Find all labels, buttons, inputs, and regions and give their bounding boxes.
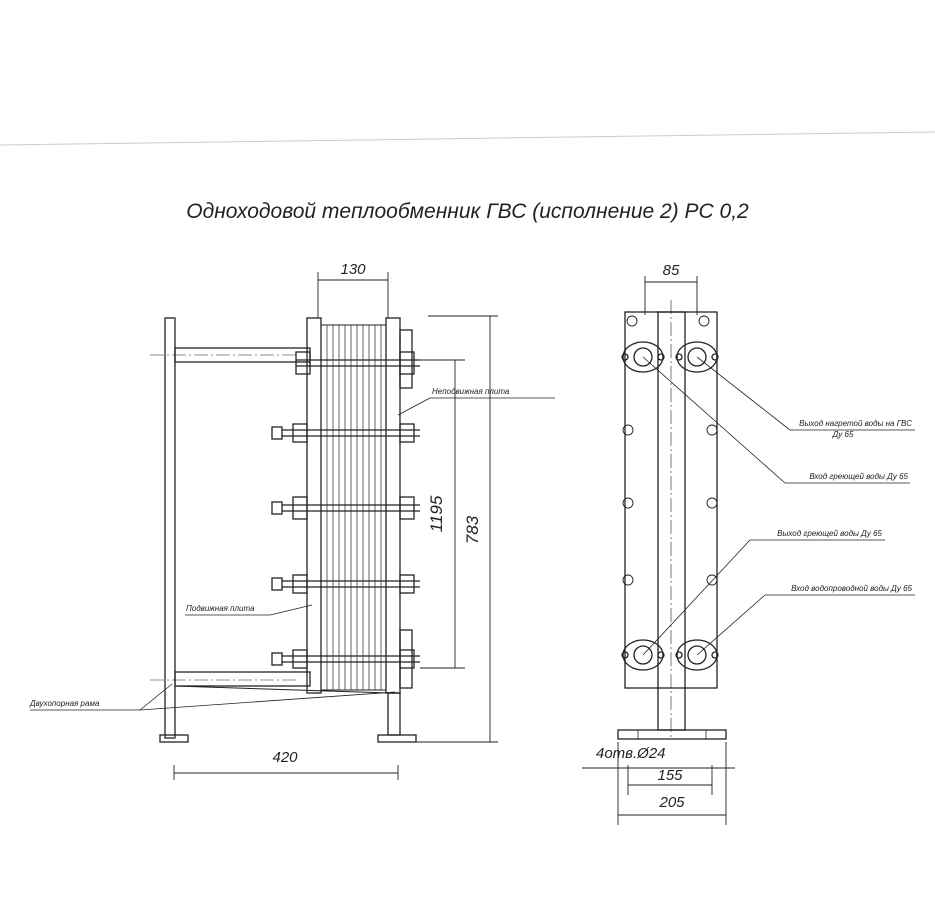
leader-outlet-heating	[642, 539, 751, 656]
dim-205-text: 205	[658, 794, 685, 811]
plate-lines	[326, 325, 382, 690]
label-fixed-plate: Неподвижная плита	[432, 387, 510, 396]
frame-foot-left	[159, 734, 189, 743]
frame-upright	[164, 317, 176, 739]
leader-inlet-tap	[696, 594, 766, 656]
nozzle-flange-top	[399, 329, 413, 389]
label-inlet-tap: Вход водопроводной воды Ду 65	[791, 584, 912, 593]
drawing-title: Одноходовой теплообменник ГВС (исполнени…	[186, 200, 749, 223]
label-outlet-heating: Выход греющей воды Ду 65	[777, 529, 882, 538]
dim-783-text: 783	[463, 515, 482, 544]
scan-edge-line	[0, 131, 935, 146]
port-flanges	[621, 341, 719, 671]
nozzle-flange-bottom	[399, 629, 413, 689]
frame-column	[657, 311, 686, 731]
frame-base-line	[174, 685, 389, 694]
label-outlet-heated-line2: Ду 65	[832, 430, 854, 439]
bolt-holes	[622, 315, 718, 586]
leader-outlet-heated	[696, 356, 791, 431]
frame-foot-right	[377, 734, 417, 743]
dim-130-text: 130	[340, 261, 366, 278]
front-view	[30, 272, 555, 780]
side-view	[582, 276, 915, 825]
label-outlet-heated-line1: Выход нагретой воды на ГВС	[799, 419, 912, 428]
base-plate	[617, 729, 727, 740]
right-support	[387, 692, 401, 736]
dim-1195-text: 1195	[427, 495, 446, 532]
dim-holes-text: 4отв.Ø24	[596, 745, 666, 762]
dim-155-text: 155	[657, 767, 683, 784]
dim-420-text: 420	[272, 749, 298, 766]
lower-guide-bar	[174, 671, 311, 687]
label-frame: Двухопорная рама	[29, 699, 100, 708]
leader-inlet-heating	[642, 356, 786, 484]
plate-pack	[320, 324, 387, 691]
label-inlet-heating: Вход греющей воды Ду 65	[809, 472, 908, 481]
label-movable-plate: Подвижная плита	[186, 604, 255, 613]
tie-bolts	[271, 351, 420, 669]
dim-85-text: 85	[663, 262, 680, 279]
